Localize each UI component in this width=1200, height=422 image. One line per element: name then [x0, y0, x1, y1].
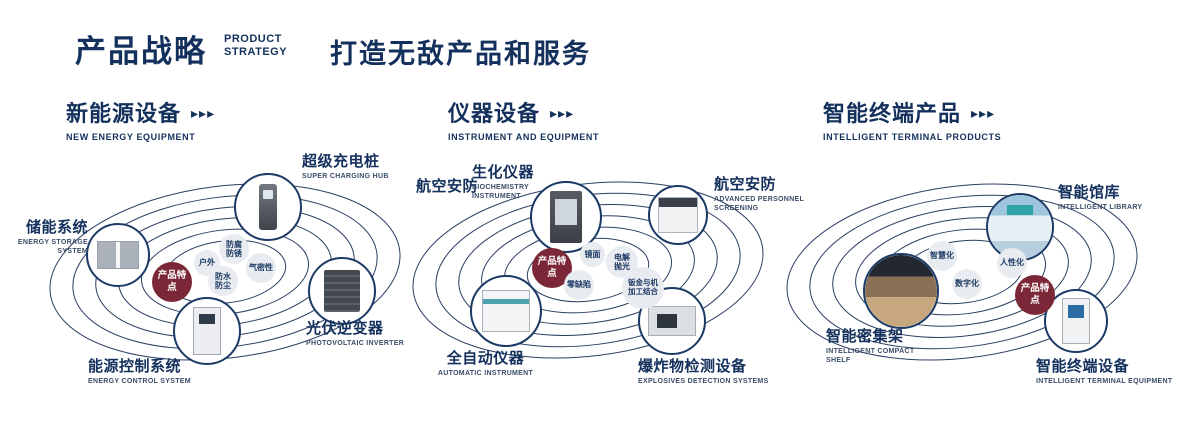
product-name-en: INTELLIGENT COMPACT SHELF — [826, 348, 915, 365]
section-header-instrument: 仪器设备 ▸▸▸ INSTRUMENT AND EQUIPMENT — [448, 96, 599, 142]
product-features-badge: 产品特点 — [1015, 275, 1055, 315]
label-photovoltaic-inverter: 光伏逆变器 PHOTOVOLTAIC INVERTER — [306, 320, 426, 348]
section-title: 仪器设备 — [448, 101, 541, 126]
security-scanner-icon — [658, 197, 698, 233]
product-name-en: INTELLIGENT TERMINAL EQUIPMENT — [1036, 378, 1173, 386]
label-compact-shelf: 智能密集架 INTELLIGENT COMPACT SHELF — [826, 328, 936, 365]
automatic-instrument-icon — [482, 290, 530, 332]
product-name-cn: 全自动仪器 — [446, 350, 525, 367]
feature-bubble: 防水防尘 — [208, 266, 238, 296]
product-name-en: ADVANCED PERSONNEL SCREENING — [714, 196, 804, 213]
label-energy-storage: 储能系统 ENERGY STORAGE SYSTEM — [16, 219, 88, 256]
tagline: 打造无敌产品和服务 — [330, 39, 591, 69]
label-personnel-screening: 航空安防 ADVANCED PERSONNEL SCREENING — [714, 176, 824, 213]
page-title-english: PRODUCT STRATEGY — [224, 33, 287, 58]
page-title: 产品战略 — [75, 34, 207, 69]
feature-bubble: 人性化 — [997, 248, 1027, 278]
page-title-en-line2: STRATEGY — [224, 45, 288, 58]
product-name-cn: 智能馆库 — [1058, 184, 1121, 201]
label-intelligent-library: 智能馆库 INTELLIGENT LIBRARY — [1058, 184, 1168, 212]
label-biochemistry-instrument: 生化仪器 BIOCHEMISTRY INSTRUMENT — [472, 164, 567, 201]
product-name-en: PHOTOVOLTAIC INVERTER — [306, 340, 405, 348]
feature-bubble: 数字化 — [952, 269, 982, 299]
product-name-en: ENERGY STORAGE SYSTEM — [17, 239, 88, 256]
product-name-cn: 生化仪器 — [472, 164, 535, 181]
product-name-cn: 能源控制系统 — [88, 358, 182, 375]
automatic-instrument-circle — [470, 275, 542, 347]
product-name-cn: 航空安防 — [714, 176, 777, 193]
label-explosives-detection: 爆炸物检测设备 EXPLOSIVES DETECTION SYSTEMS — [638, 358, 773, 386]
section-subtitle: NEW ENERGY EQUIPMENT — [66, 132, 196, 142]
product-name-cn: 超级充电桩 — [302, 153, 380, 170]
intelligent-terminal-circle — [1044, 289, 1108, 353]
library-photo — [988, 195, 1052, 259]
section-header-intelligent-terminal: 智能终端产品 ▸▸▸ INTELLIGENT TERMINAL PRODUCTS — [823, 96, 1001, 142]
explosives-detector-icon — [648, 306, 696, 336]
label-automatic-instrument: 全自动仪器 AUTOMATIC INSTRUMENT — [428, 350, 543, 378]
product-name-cn: 航空安防 — [416, 178, 479, 195]
compact-shelf-circle — [863, 253, 939, 329]
product-name-en: EXPLOSIVES DETECTION SYSTEMS — [638, 378, 769, 386]
feature-bubble: 钣金与机加工结合 — [622, 267, 664, 309]
product-name-en: BIOCHEMISTRY INSTRUMENT — [472, 184, 529, 201]
product-name-cn: 储能系统 — [25, 219, 88, 236]
energy-storage-circle — [86, 223, 150, 287]
biochemistry-instrument-circle — [530, 181, 602, 253]
control-cabinet-icon — [193, 307, 221, 355]
super-charging-hub-circle — [234, 173, 302, 241]
terminal-kiosk-icon — [1062, 298, 1090, 344]
energy-control-circle — [173, 297, 241, 365]
section-title: 新能源设备 — [66, 101, 182, 126]
biochemistry-analyzer-icon — [550, 191, 582, 243]
label-aviation-security: 航空安防 — [416, 178, 486, 195]
personnel-screening-circle — [648, 185, 708, 245]
triple-arrow-icon: ▸▸▸ — [550, 105, 575, 121]
product-name-en: AUTOMATIC INSTRUMENT — [437, 370, 534, 378]
photovoltaic-inverter-circle — [308, 257, 376, 325]
feature-bubble: 气密性 — [246, 253, 276, 283]
charging-pile-icon — [259, 184, 277, 230]
compact-shelf-photo — [865, 255, 937, 327]
triple-arrow-icon: ▸▸▸ — [191, 105, 216, 121]
section-subtitle: INSTRUMENT AND EQUIPMENT — [448, 132, 600, 142]
battery-cabinet-icon — [97, 241, 139, 269]
product-name-en: ENERGY CONTROL SYSTEM — [88, 378, 191, 386]
label-super-charging-hub: 超级充电桩 SUPER CHARGING HUB — [302, 153, 422, 181]
label-intelligent-terminal: 智能终端设备 INTELLIGENT TERMINAL EQUIPMENT — [1036, 358, 1186, 386]
section-header-new-energy: 新能源设备 ▸▸▸ NEW ENERGY EQUIPMENT — [66, 96, 215, 142]
inverter-icon — [324, 270, 360, 312]
product-name-cn: 智能密集架 — [826, 328, 904, 345]
section-title: 智能终端产品 — [823, 101, 962, 126]
product-features-badge: 产品特点 — [152, 262, 192, 302]
page-title-en-line1: PRODUCT — [224, 33, 282, 45]
product-name-cn: 智能终端设备 — [1036, 358, 1130, 375]
section-subtitle: INTELLIGENT TERMINAL PRODUCTS — [823, 132, 1002, 142]
product-name-cn: 爆炸物检测设备 — [638, 358, 747, 375]
feature-bubble: 防腐防锈 — [219, 234, 249, 264]
product-name-en: INTELLIGENT LIBRARY — [1058, 204, 1143, 212]
product-name-en: SUPER CHARGING HUB — [302, 173, 389, 181]
product-name-cn: 光伏逆变器 — [306, 320, 384, 337]
label-energy-control: 能源控制系统 ENERGY CONTROL SYSTEM — [88, 358, 218, 386]
feature-bubble: 智慧化 — [927, 241, 957, 271]
feature-bubble: 零缺陷 — [564, 270, 594, 300]
feature-bubble: 镜面 — [580, 242, 605, 267]
triple-arrow-icon: ▸▸▸ — [971, 105, 996, 121]
